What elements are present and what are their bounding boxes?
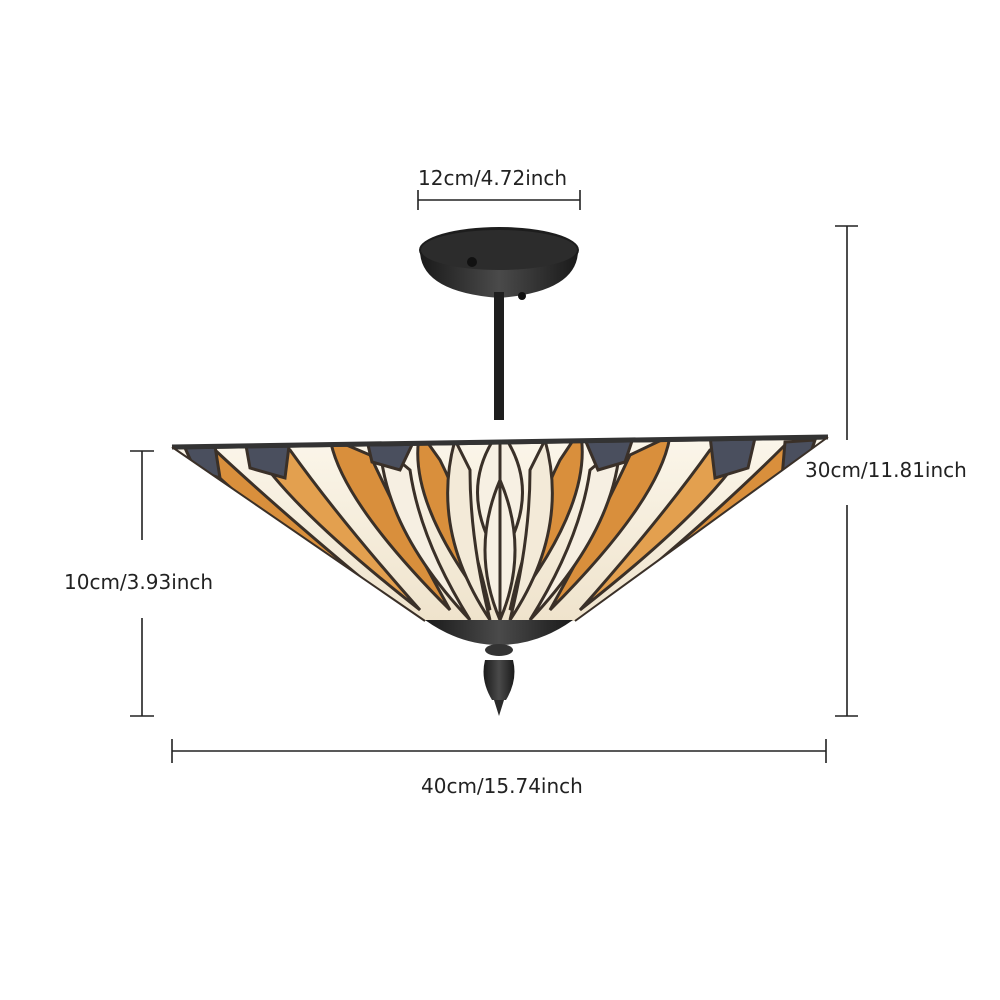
dimension-lines [130,190,858,763]
bottom-finial [425,620,573,716]
canopy-width-label: 12cm/4.72inch [418,166,568,190]
downrod [494,292,504,420]
shade-height-label: 10cm/3.93inch [64,570,214,594]
tiffany-glass-shade [171,434,829,622]
shade-width-label: 40cm/15.74inch [421,774,583,798]
total-height-label: 30cm/11.81inch [805,458,967,482]
ceiling-canopy [419,227,579,300]
